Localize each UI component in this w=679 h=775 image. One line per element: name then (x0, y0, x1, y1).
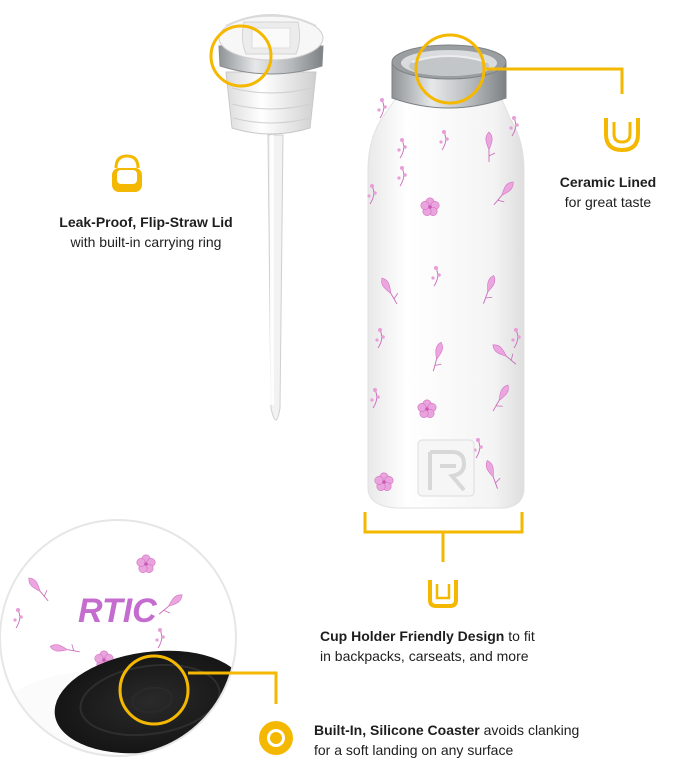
lid-highlight-ring (209, 24, 273, 88)
ceramic-highlight-ring (414, 33, 486, 105)
cup-holder-callout-title-rest: to fit (504, 628, 535, 644)
cup-holder-callout-subtitle: in backpacks, carseats, and more (320, 648, 529, 664)
coaster-callout-subtitle: for a soft landing on any surface (314, 742, 514, 758)
coaster-callout-title-rest: avoids clanking (479, 722, 580, 738)
coaster-dot-icon (259, 721, 293, 755)
lid-callout-subtitle: with built-in carrying ring (70, 234, 222, 250)
coaster-detail-view: RTIC (0, 520, 236, 756)
lid-callout: Leak-Proof, Flip-Straw Lid with built-in… (26, 212, 266, 252)
carrying-ring-icon (112, 154, 142, 192)
coaster-highlight-ring (118, 654, 190, 726)
coaster-callout-title: Built-In, Silicone Coaster (314, 722, 480, 738)
water-bottle (366, 44, 525, 509)
cup-holder-callout-title: Cup Holder Friendly Design (320, 628, 505, 644)
cup-holder-icon (428, 580, 458, 608)
coaster-callout: Built-In, Silicone Coaster avoids clanki… (314, 720, 654, 760)
ceramic-leader-line (486, 67, 624, 94)
cup-holder-callout: Cup Holder Friendly Design to fit in bac… (320, 626, 640, 666)
cup-liner-icon (604, 118, 640, 153)
embossed-logo-icon (417, 439, 475, 497)
ceramic-callout: Ceramic Lined for great taste (540, 172, 676, 212)
lid-callout-title: Leak-Proof, Flip-Straw Lid (59, 214, 233, 230)
cup-holder-bracket (363, 512, 524, 534)
ceramic-callout-title: Ceramic Lined (559, 174, 657, 190)
rtic-logo: RTIC (78, 592, 157, 630)
coaster-leader-line (188, 671, 278, 704)
ceramic-callout-subtitle: for great taste (564, 194, 652, 210)
